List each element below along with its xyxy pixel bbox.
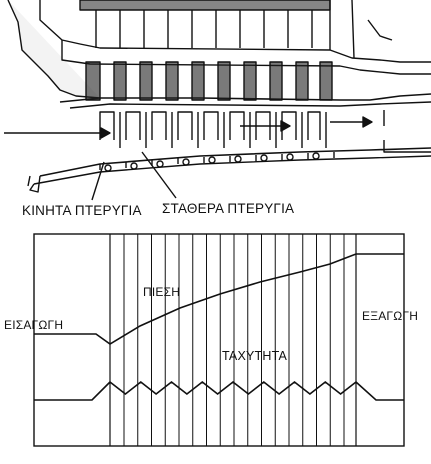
stator-ring bbox=[139, 61, 153, 101]
rotor-blades-label: ΚΙΝΗΤΑ ΠΤΕΡΥΓΙΑ bbox=[22, 203, 142, 218]
stage-divisions bbox=[123, 234, 345, 446]
casing-ribs bbox=[95, 10, 313, 48]
stator-ring bbox=[295, 61, 309, 101]
stator-ring bbox=[113, 61, 127, 101]
pressure-label: ΠΙΕΣΗ bbox=[143, 285, 181, 299]
left-end-cap bbox=[27, 175, 41, 193]
stator-ring bbox=[217, 61, 231, 101]
casing-shroud-line bbox=[61, 40, 431, 75]
compressor-cross-section bbox=[4, 0, 431, 201]
stator-ring bbox=[165, 61, 179, 101]
velocity-curve bbox=[109, 380, 357, 396]
pressure-curve bbox=[34, 253, 404, 345]
leader-rotor bbox=[91, 161, 105, 201]
stator-ring bbox=[319, 61, 333, 101]
stator-ring bbox=[269, 61, 283, 101]
casing-dark-top bbox=[79, 0, 331, 11]
rotor-hub-line-lower bbox=[33, 155, 431, 185]
graph-frame bbox=[33, 233, 405, 447]
rotor-blade-row bbox=[99, 111, 321, 140]
stator-ring-group bbox=[85, 61, 333, 101]
stator-ring bbox=[243, 61, 257, 101]
right-hub-step bbox=[383, 110, 431, 153]
stator-ring bbox=[85, 61, 101, 101]
casing-left-flange bbox=[7, 0, 101, 99]
outer-annulus-wall-inner bbox=[69, 101, 431, 109]
blade-zig bbox=[119, 112, 327, 148]
rotor-disc-lower bbox=[99, 152, 335, 170]
casing-top-right bbox=[329, 0, 393, 59]
casing-top-left bbox=[39, 0, 431, 63]
outlet-label: ΕΞΑΓΩΓΗ bbox=[362, 309, 419, 323]
flow-arrowhead-mid bbox=[280, 120, 291, 132]
velocity-baseline bbox=[34, 381, 404, 401]
stator-ring bbox=[191, 61, 205, 101]
flow-arrowhead-inlet bbox=[100, 127, 111, 139]
leader-stator bbox=[141, 151, 177, 199]
rotor-dots bbox=[104, 152, 320, 172]
rotor-hub-line bbox=[39, 147, 431, 177]
inlet-label: ΕΙΣΑΓΩΓΗ bbox=[4, 318, 64, 332]
velocity-label: ΤΑΧΥΤΗΤΑ bbox=[222, 349, 288, 363]
flow-arrowhead-outlet bbox=[362, 116, 373, 128]
pressure-velocity-graph bbox=[33, 233, 405, 447]
stator-blades-label: ΣΤΑΘΕΡΑ ΠΤΕΡΥΓΙΑ bbox=[162, 201, 295, 216]
